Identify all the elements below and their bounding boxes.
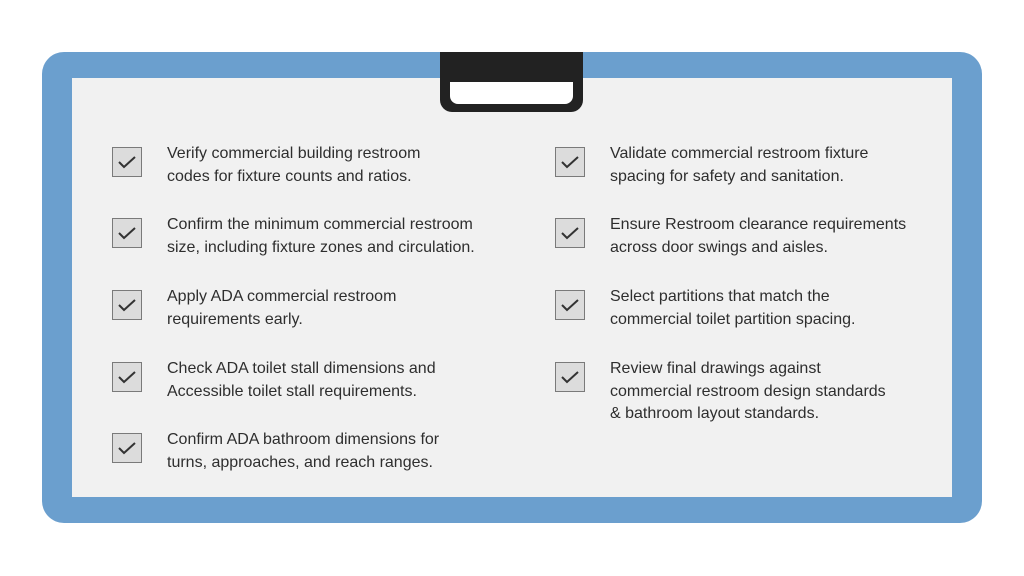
checkmark-icon <box>118 371 136 384</box>
checkmark-icon <box>118 442 136 455</box>
checklist-item-text: Select partitions that match the commerc… <box>610 288 856 328</box>
checklist-item-text: Apply ADA commercial restroom requiremen… <box>167 288 397 328</box>
checklist-item-text: Verify commercial building restroom code… <box>167 145 421 185</box>
checklist-item-text: Ensure Restroom clearance requirements a… <box>610 216 907 256</box>
checklist-item: Select partitions that match the commerc… <box>555 286 940 331</box>
checklist-item: Confirm ADA bathroom dimensions for turn… <box>112 429 497 474</box>
checklist-item-text: Check ADA toilet stall dimensions and Ac… <box>167 360 436 400</box>
checkmark-icon <box>118 227 136 240</box>
checkbox-checked[interactable] <box>112 290 142 320</box>
checklist-item: Validate commercial restroom fixture spa… <box>555 143 940 188</box>
checkmark-icon <box>561 371 579 384</box>
checklist-item: Ensure Restroom clearance requirements a… <box>555 214 955 259</box>
checkmark-icon <box>561 299 579 312</box>
checkbox-checked[interactable] <box>555 362 585 392</box>
checkbox-checked[interactable] <box>112 218 142 248</box>
checklist-item: Verify commercial building restroom code… <box>112 143 497 188</box>
checklist-item-text: Confirm the minimum commercial restroom … <box>167 216 475 256</box>
checklist-item: Check ADA toilet stall dimensions and Ac… <box>112 358 497 403</box>
checkmark-icon <box>118 156 136 169</box>
checklist-item: Confirm the minimum commercial restroom … <box>112 214 507 259</box>
checklist-sheet <box>72 78 952 497</box>
checkbox-checked[interactable] <box>112 433 142 463</box>
checklist-item: Apply ADA commercial restroom requiremen… <box>112 286 497 331</box>
checklist-item-text: Confirm ADA bathroom dimensions for turn… <box>167 431 440 471</box>
checkmark-icon <box>118 299 136 312</box>
clipboard-board <box>42 52 982 523</box>
clipboard-clip <box>440 52 583 112</box>
checkbox-checked[interactable] <box>112 147 142 177</box>
checkmark-icon <box>561 227 579 240</box>
clip-slot <box>450 82 573 104</box>
checkbox-checked[interactable] <box>112 362 142 392</box>
checkbox-checked[interactable] <box>555 147 585 177</box>
checkbox-checked[interactable] <box>555 290 585 320</box>
checklist-item-text: Validate commercial restroom fixture spa… <box>610 145 869 185</box>
checkbox-checked[interactable] <box>555 218 585 248</box>
checkmark-icon <box>561 156 579 169</box>
checklist-item: Review final drawings against commercial… <box>555 358 940 426</box>
checklist-item-text: Review final drawings against commercial… <box>610 360 886 422</box>
